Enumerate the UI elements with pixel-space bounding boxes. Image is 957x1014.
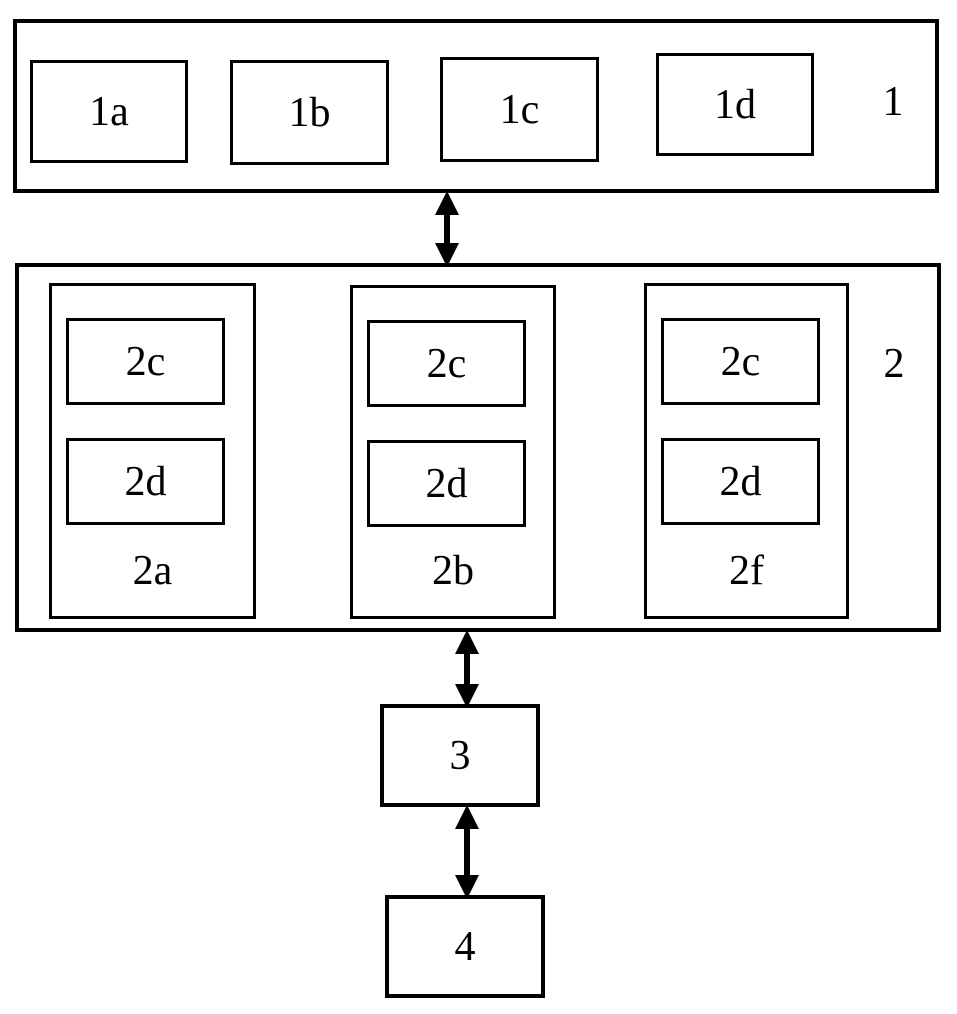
outer-box-1: 1a 1b 1c 1d 1: [13, 19, 939, 193]
box-1d: 1d: [656, 53, 814, 156]
box-4-label: 4: [454, 923, 476, 970]
box-2c-label: 2c: [426, 340, 467, 387]
box-2d-label: 2d: [124, 458, 167, 505]
box-2d: 2d: [66, 438, 225, 525]
group-2b-label: 2b: [432, 548, 474, 594]
group-box-2a: 2c 2d 2a: [49, 283, 256, 619]
box-1d-label: 1d: [714, 81, 756, 128]
box-3-label: 3: [449, 732, 471, 779]
double-arrow-3-4: [455, 805, 479, 899]
outer-box-2-label: 2: [883, 341, 905, 387]
outer-box-2: 2c 2d 2a 2c 2d 2b 2c 2d 2f 2: [15, 263, 941, 632]
box-1c-label: 1c: [499, 86, 540, 133]
double-arrow-1-2: [435, 191, 459, 267]
box-2c-label: 2c: [125, 338, 166, 385]
group-2f-label: 2f: [729, 548, 764, 594]
box-1b-label: 1b: [288, 89, 331, 136]
double-arrow-2-3: [455, 630, 479, 708]
box-2c: 2c: [661, 318, 820, 405]
box-2c-label: 2c: [720, 338, 761, 385]
group-box-2f: 2c 2d 2f: [644, 283, 849, 619]
box-1b: 1b: [230, 60, 389, 165]
box-2d: 2d: [367, 440, 526, 527]
box-2c: 2c: [66, 318, 225, 405]
outer-box-1-label: 1: [882, 79, 904, 125]
group-box-2b: 2c 2d 2b: [350, 285, 556, 619]
box-2c: 2c: [367, 320, 526, 407]
box-1a-label: 1a: [89, 88, 129, 135]
group-2a-label: 2a: [132, 548, 173, 594]
box-2d-label: 2d: [719, 458, 762, 505]
box-3: 3: [380, 704, 540, 807]
box-4: 4: [385, 895, 545, 998]
box-1a: 1a: [30, 60, 188, 163]
box-2d-label: 2d: [425, 460, 468, 507]
box-1c: 1c: [440, 57, 599, 162]
box-2d: 2d: [661, 438, 820, 525]
